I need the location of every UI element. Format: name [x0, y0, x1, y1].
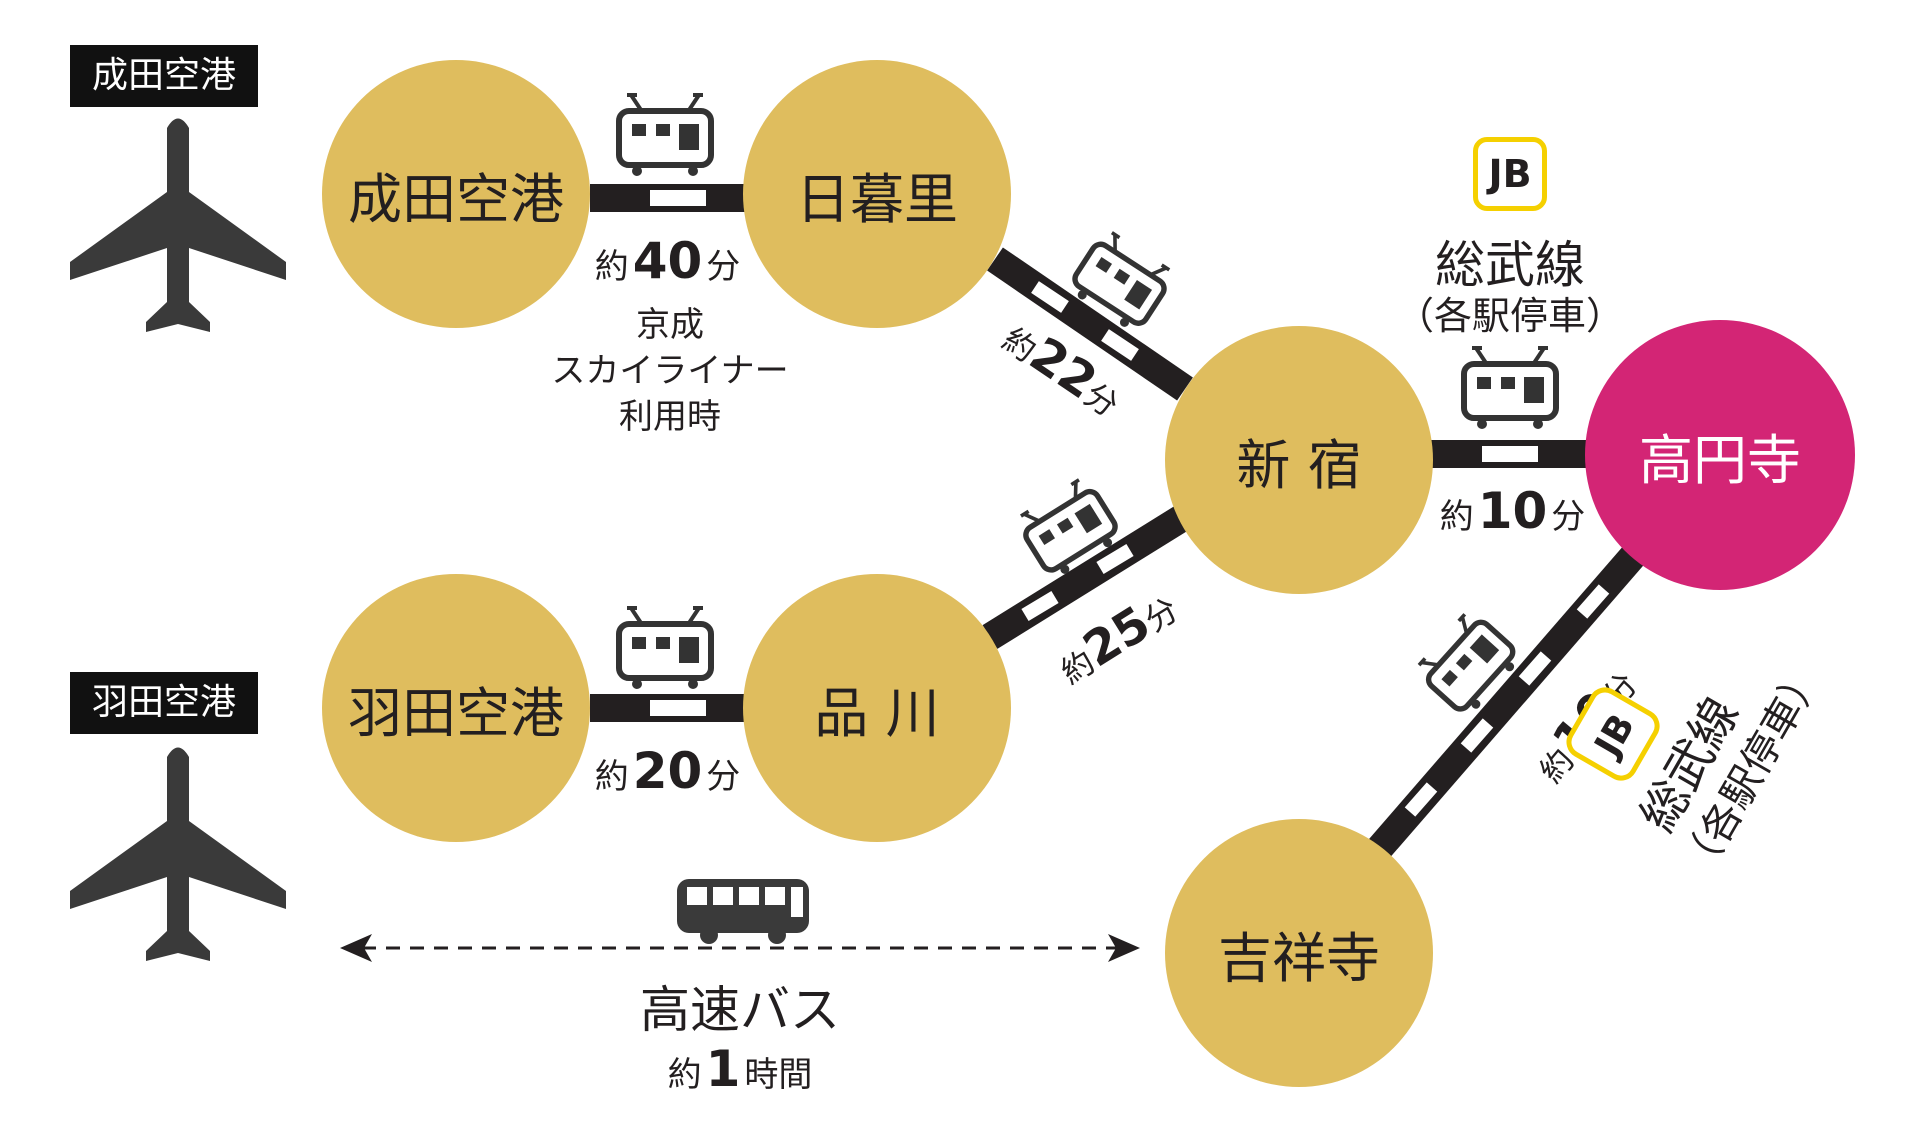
route-note-skyliner: 京成 スカイライナー 利用時: [551, 305, 789, 437]
bus-title: 高速バス: [640, 981, 840, 1039]
track-narita-nippori: [590, 184, 750, 212]
sobu-line-note: （各駅停車）: [1395, 294, 1624, 338]
bus-icon: [677, 879, 809, 944]
station-kichijoji: 吉祥寺: [1165, 819, 1433, 1087]
track-haneda-shinagawa: [590, 694, 750, 722]
track-shinagawa-shinjuku: [982, 504, 1193, 649]
airplane-icon: [70, 747, 286, 961]
track-shinjuku-koenji: [1430, 440, 1590, 468]
station-label: 品 川: [814, 681, 940, 745]
bus-route-arrow: [340, 934, 1140, 962]
track-nippori-shinjuku: [987, 247, 1193, 401]
station-nippori: 日暮里: [743, 60, 1011, 328]
station-label: 日暮里: [796, 167, 958, 231]
airport-label-haneda: 羽田空港: [70, 672, 259, 734]
train-icon: [619, 95, 711, 176]
station-koenji: 高円寺: [1585, 320, 1855, 590]
station-label: 成田空港: [348, 167, 564, 231]
jb-badge: [1566, 687, 1660, 781]
station-label: 高円寺: [1639, 428, 1801, 492]
train-icon: [619, 608, 711, 689]
station-shinagawa: 品 川: [743, 574, 1011, 842]
airplane-icon: [70, 118, 286, 332]
train-icon: [1464, 348, 1556, 429]
track-kichijoji-koenji: [1367, 538, 1651, 860]
station-shinjuku: 新 宿: [1165, 326, 1433, 594]
airport-label-narita: 成田空港: [70, 45, 259, 107]
station-label: 羽田空港: [348, 681, 564, 745]
station-haneda-airport: 羽田空港: [322, 574, 590, 842]
station-label: 吉祥寺: [1218, 926, 1380, 990]
station-narita-airport: 成田空港: [322, 60, 590, 328]
jb-badge: JB: [1473, 137, 1547, 211]
sobu-line-name: 総武線: [1435, 236, 1585, 294]
station-label: 新 宿: [1236, 433, 1362, 497]
